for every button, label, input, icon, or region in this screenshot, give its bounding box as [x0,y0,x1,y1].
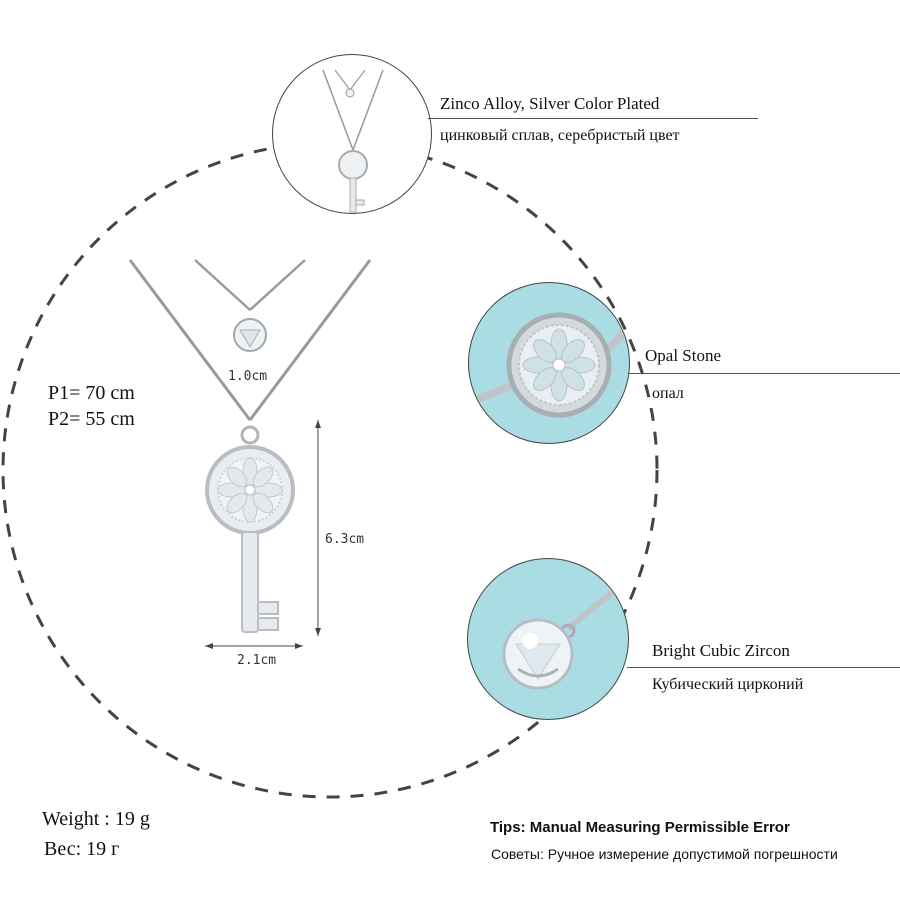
material-thumbnail [272,54,432,214]
opal-label-ru: опал [652,385,684,402]
small-pendant-dimension: 1.0cm [228,369,268,384]
necklace-thumb-icon [322,69,384,213]
necklace-main-image [128,259,372,633]
opal-rule [628,373,900,374]
zircon-label-en: Bright Cubic Zircon [652,641,790,660]
opal-flower-icon [469,312,629,418]
material-rule [428,118,758,119]
opal-thumbnail [468,282,630,444]
material-label-ru: цинковый сплав, серебристый цвет [440,127,680,144]
tips-label-ru: Советы: Ручное измерение допустимой погр… [491,846,838,862]
chain-length-p1: P1= 70 cm [48,382,135,404]
weight-label-ru: Вес: 19 г [44,838,120,860]
tips-label-en: Tips: Manual Measuring Permissible Error [490,819,790,836]
material-label-en: Zinco Alloy, Silver Color Plated [440,94,660,113]
weight-label-en: Weight : 19 g [42,808,150,830]
zircon-crystal-icon [502,576,628,690]
key-height-dimension: 6.3cm [325,532,365,547]
zircon-thumbnail [467,558,629,720]
opal-label-en: Opal Stone [645,346,722,365]
chain-length-p2: P2= 55 cm [48,408,135,430]
zircon-label-ru: Кубический цирконий [652,676,804,693]
key-width-dimension: 2.1cm [237,653,277,668]
zircon-rule [627,667,900,668]
